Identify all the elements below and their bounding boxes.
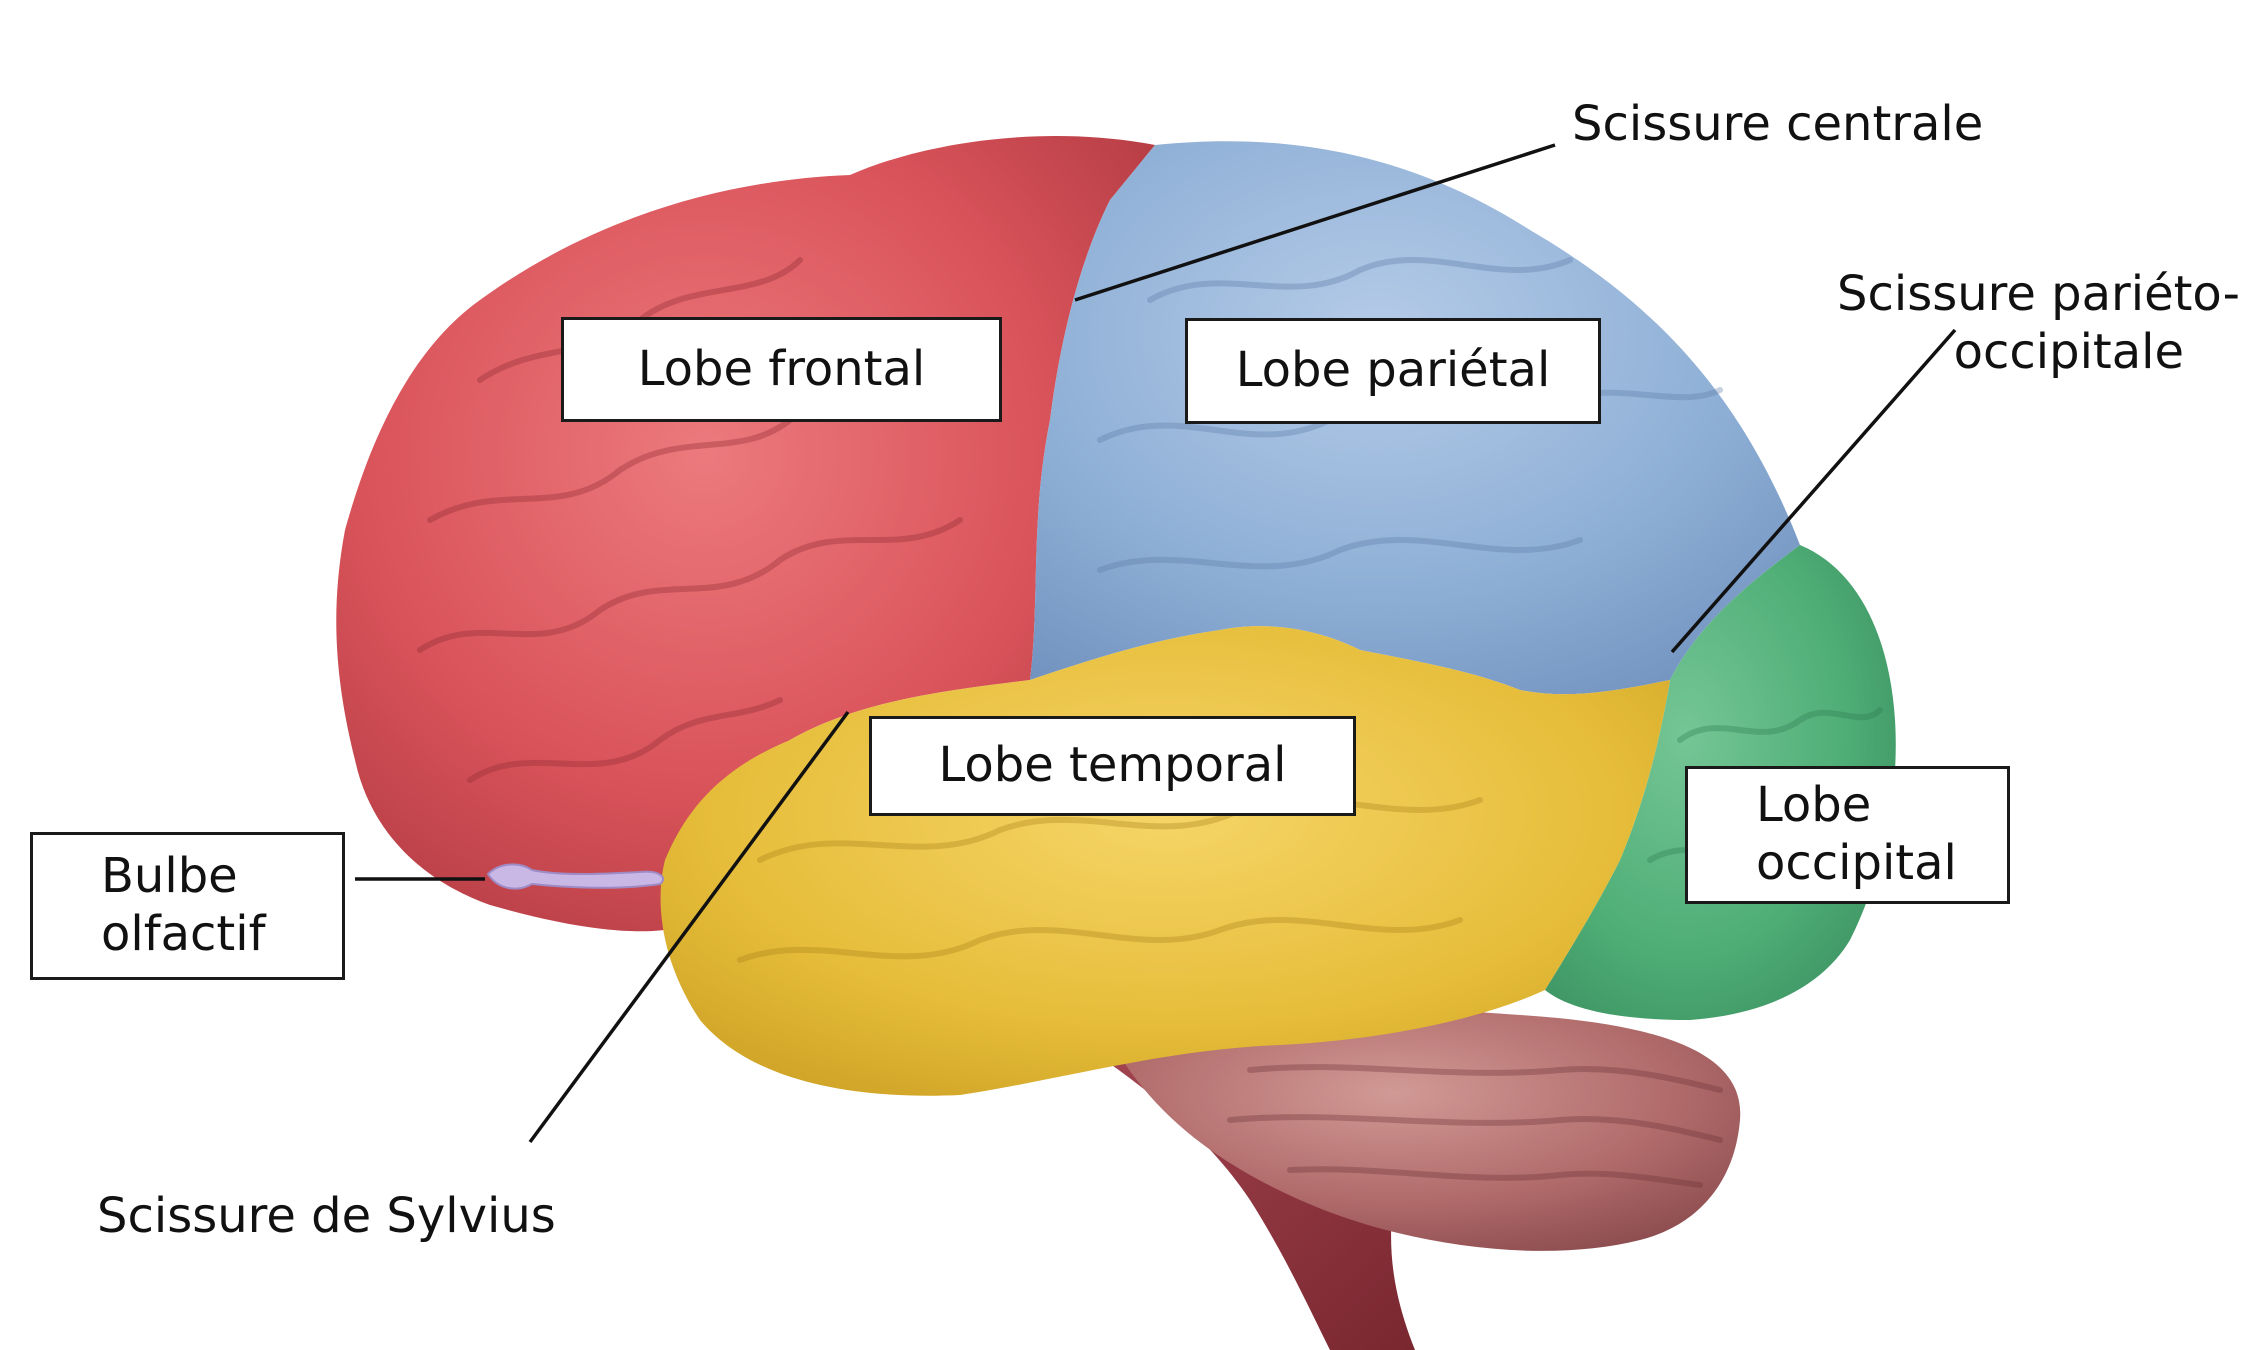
parietal-lobe-label-text: Lobe pariétal <box>1235 342 1551 399</box>
parieto-occipital-label: Scissure pariéto- occipitale <box>1830 266 2240 381</box>
central-sulcus-label: Scissure centrale <box>1572 96 1983 154</box>
frontal-lobe-label-text: Lobe frontal <box>637 340 926 397</box>
central-sulcus-leader-line <box>1074 143 1556 302</box>
frontal-lobe-label: Lobe frontal <box>561 317 1002 422</box>
temporal-lobe-label-text: Lobe temporal <box>938 737 1287 794</box>
parietal-lobe-label: Lobe pariétal <box>1185 318 1601 424</box>
cerebellum-shape <box>1110 1008 1741 1251</box>
sylvian-fissure-leader-line <box>528 710 850 1144</box>
occipital-lobe-label: Lobe occipital <box>1685 766 2010 904</box>
occipital-lobe-label-line-1: Lobe <box>1756 777 1872 834</box>
parieto-occipital-leader-line <box>1670 328 1957 654</box>
sylvian-fissure-label: Scissure de Sylvius <box>97 1188 556 1246</box>
parieto-occipital-label-line-1: Scissure pariéto- <box>1837 266 2240 322</box>
olfactory-bulb-label-line-2: olfactif <box>101 906 266 962</box>
olfactory-bulb-label-line-1: Bulbe <box>101 848 238 905</box>
sylvian-fissure-label-text: Scissure de Sylvius <box>97 1188 556 1244</box>
parieto-occipital-label-line-2: occipitale <box>1953 323 2184 380</box>
olfactory-bulb-label: Bulbe olfactif <box>30 832 345 980</box>
leader-lines <box>355 143 1957 1144</box>
central-sulcus-label-text: Scissure centrale <box>1572 96 1984 152</box>
temporal-lobe-label: Lobe temporal <box>869 716 1356 816</box>
occipital-lobe-label-line-2: occipital <box>1756 835 1957 891</box>
olfactory-bulb-shape <box>486 863 665 890</box>
